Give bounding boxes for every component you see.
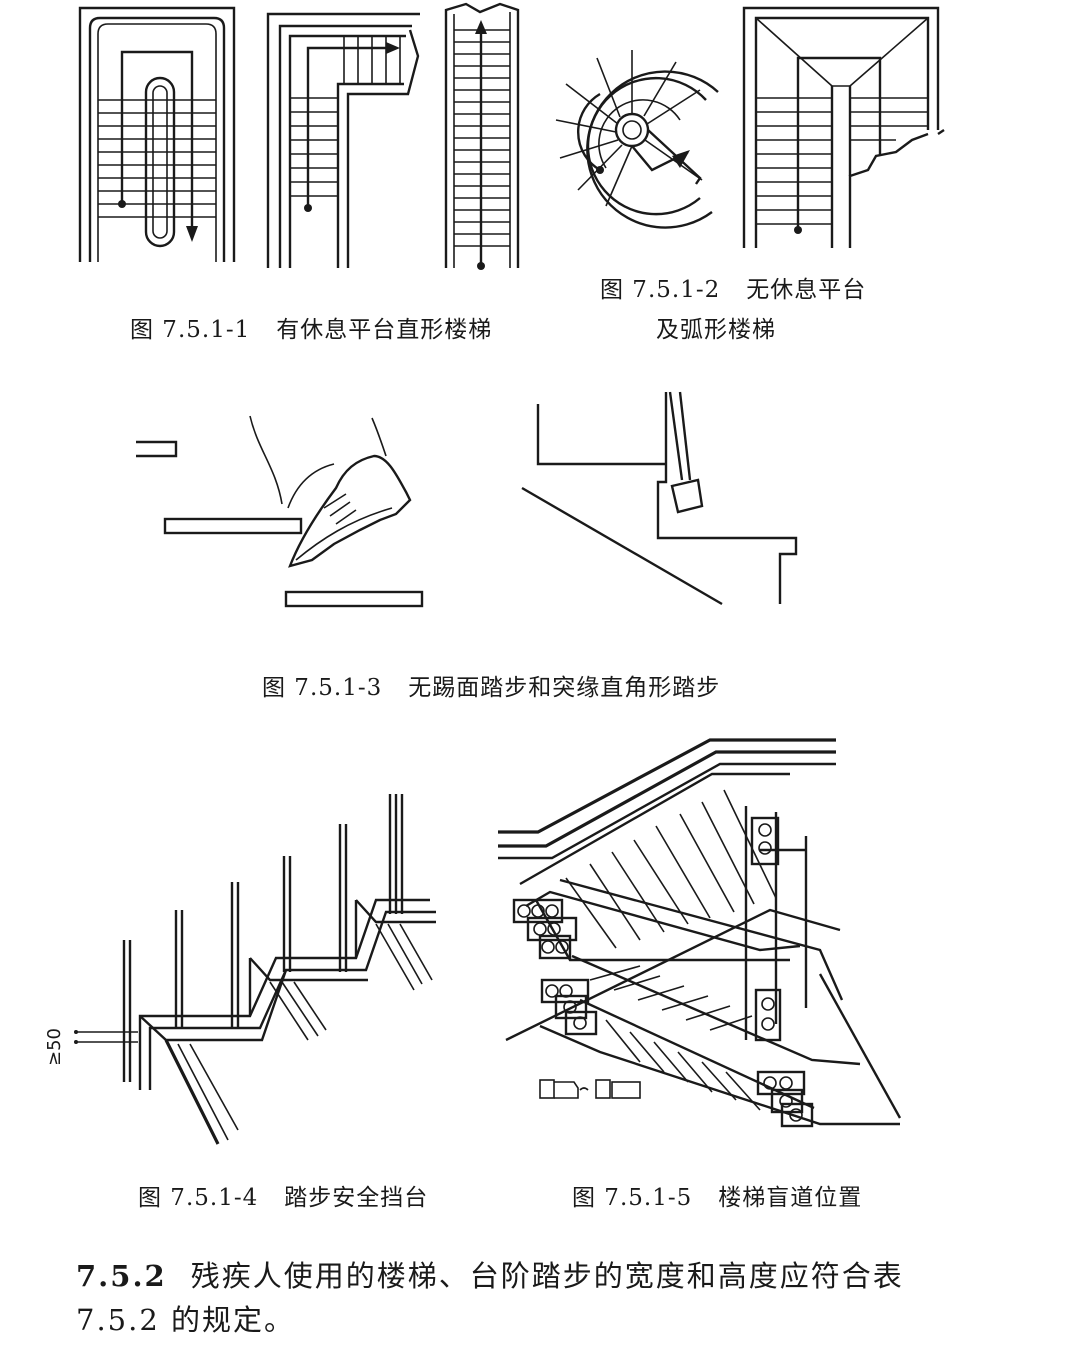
- caption-figure-7-5-1-4: 图 7.5.1-4 踏步安全挡台: [138, 1178, 428, 1212]
- caption-figure-7-5-1-5: 图 7.5.1-5 楼梯盲道位置: [572, 1178, 862, 1212]
- stair-tactile-paving-drawing: [498, 738, 902, 1128]
- caption-number: 图 7.5.1-2: [600, 277, 721, 303]
- caption-text: 无休息平台: [746, 277, 867, 303]
- clause-paragraph-line1: 7.5.2 残疾人使用的楼梯、台阶踏步的宽度和高度应符合表: [76, 1254, 904, 1298]
- clause-text-line1: 残疾人使用的楼梯、台阶踏步的宽度和高度应符合表: [190, 1259, 904, 1293]
- caption-text: 有休息平台直形楼梯: [276, 317, 493, 343]
- clause-text-line2: 7.5.2 的规定。: [76, 1303, 296, 1337]
- caption-figure-7-5-1-3: 图 7.5.1-3 无踢面踏步和突缘直角形踏步: [262, 668, 720, 702]
- caption-number: 图 7.5.1-4: [138, 1185, 259, 1211]
- caption-number: 图 7.5.1-5: [572, 1185, 693, 1211]
- clause-number: 7.5.2: [76, 1259, 167, 1293]
- caption-number: 图 7.5.1-1: [130, 317, 251, 343]
- caption-figure-7-5-1-1: 图 7.5.1-1 有休息平台直形楼梯: [130, 310, 492, 344]
- safety-curb-drawing: [74, 794, 436, 1145]
- arc-stair-plan: [555, 50, 719, 229]
- caption-text: 楼梯盲道位置: [718, 1185, 863, 1211]
- caption-text: 无踢面踏步和突缘直角形踏步: [408, 675, 721, 701]
- small-artifact-marks: [539, 1079, 641, 1099]
- projecting-nosing-step-drawing: [521, 391, 798, 606]
- stair-plan-straight: [444, 2, 520, 270]
- tactile-tiles-bottom: [540, 978, 814, 1128]
- caption-text: 踏步安全挡台: [284, 1185, 429, 1211]
- no-landing-stair-plan: [742, 6, 945, 248]
- caption-figure-7-5-1-2: 图 7.5.1-2 无休息平台: [600, 270, 866, 304]
- stair-plan-u-shape: [78, 6, 236, 262]
- open-riser-step-drawing: [136, 415, 424, 608]
- dimension-label: ≥50: [44, 1028, 65, 1066]
- caption-figure-7-5-1-2-line2: 及弧形楼梯: [656, 317, 776, 343]
- tactile-tiles-top: [512, 816, 782, 1042]
- caption-number: 图 7.5.1-3: [262, 675, 383, 701]
- stair-plan-l-shape: [266, 12, 420, 268]
